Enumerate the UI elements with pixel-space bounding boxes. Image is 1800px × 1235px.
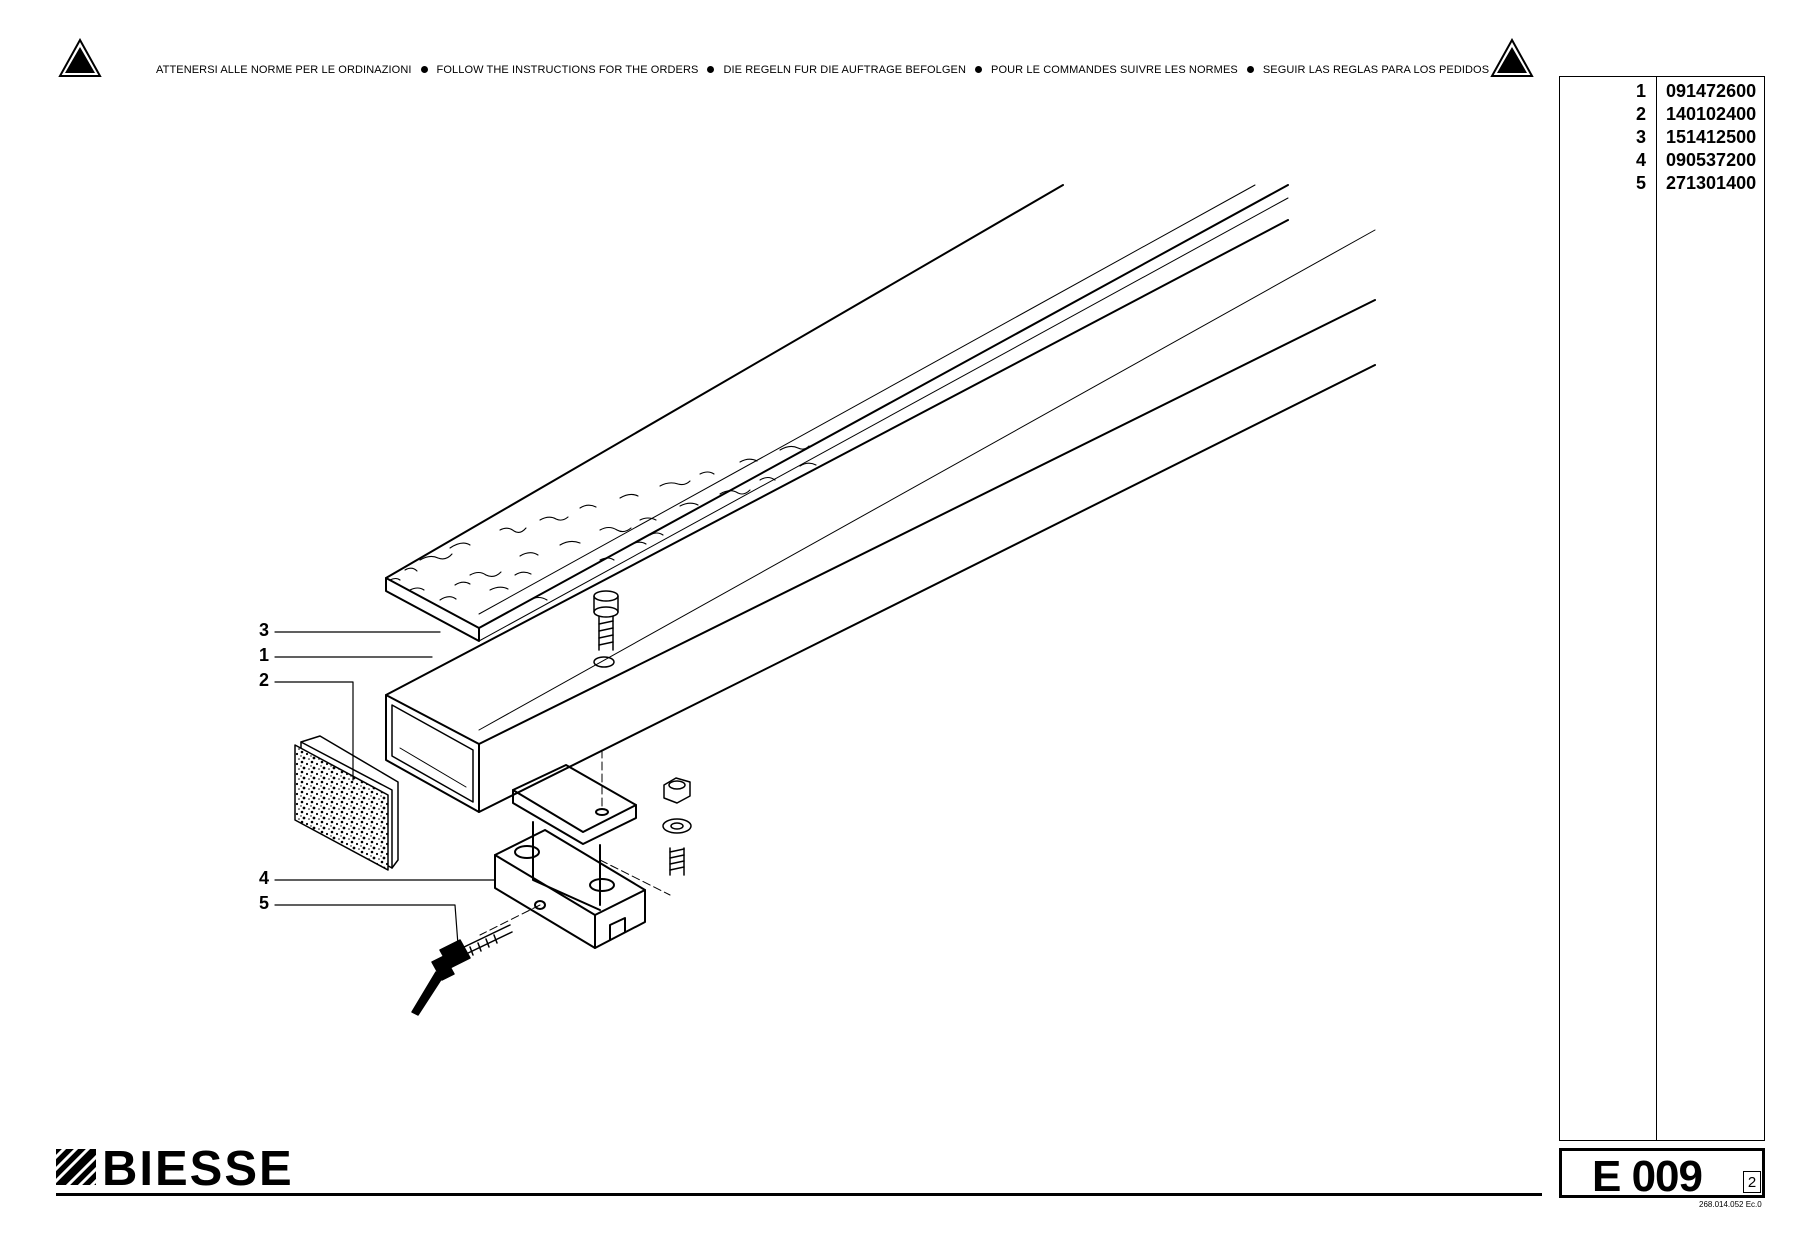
warning-triangle-icon-left [58, 38, 102, 78]
instruction-fr: POUR LE COMMANDES SUIVRE LES NORMES [991, 64, 1238, 76]
part-number: 3 [1635, 127, 1646, 147]
part-row: 1 091472600 [1560, 79, 1766, 102]
bullet-icon [707, 66, 715, 74]
callout-2: 2 [259, 670, 270, 690]
bracket [512, 764, 637, 911]
callout-4: 4 [259, 868, 270, 888]
instruction-en: FOLLOW THE INSTRUCTIONS FOR THE ORDERS [436, 64, 699, 76]
footer-rule [56, 1193, 1542, 1196]
part-number: 5 [1635, 173, 1646, 193]
nut-washer-stud [662, 777, 692, 876]
end-cap [294, 735, 399, 871]
clamp-lever [411, 924, 513, 1016]
document-number: 268.014.052 Ec.0 [1699, 1200, 1762, 1209]
part-number: 1 [1635, 81, 1646, 101]
table-code-box: E 009 2 [1559, 1148, 1765, 1201]
instruction-es: SEGUIR LAS REGLAS PARA LOS PEDIDOS [1262, 64, 1490, 76]
part-code: 091472600 [1666, 81, 1757, 101]
part-code: 151412500 [1666, 127, 1757, 147]
instruction-it: ATTENERSI ALLE NORME PER LE ORDINAZIONI [156, 64, 412, 76]
instruction-de: DIE REGELN FUR DIE AUFTRAGE BEFOLGEN [723, 64, 967, 76]
table-code: E 009 [1592, 1152, 1703, 1201]
wood-board [385, 184, 1289, 642]
parts-table: 1 091472600 2 140102400 3 151412500 4 090537… [1559, 76, 1765, 1141]
bullet-icon [420, 66, 428, 74]
callout-5: 5 [259, 893, 270, 913]
part-row: 2 140102400 [1560, 102, 1766, 125]
part-number: 2 [1635, 104, 1646, 124]
order-instructions: ATTENERSI ALLE NORME PER LE ORDINAZIONI F… [156, 64, 1489, 76]
table-divider [1656, 77, 1657, 1140]
part-code: 271301400 [1666, 173, 1757, 193]
part-number: 4 [1635, 150, 1646, 170]
part-code: 090537200 [1666, 150, 1757, 170]
clamp-block [494, 829, 646, 949]
rect-tube [385, 219, 1376, 813]
callout-3: 3 [259, 620, 270, 640]
cap-screw [593, 590, 619, 668]
part-row: 3 151412500 [1560, 125, 1766, 148]
sheet-number: 2 [1743, 1171, 1761, 1193]
part-row: 4 090537200 [1560, 148, 1766, 171]
bullet-icon [975, 66, 983, 74]
brand-logo: BIESSE [50, 1142, 292, 1196]
part-row: 5 271301400 [1560, 171, 1766, 194]
callout-1: 1 [259, 645, 270, 665]
leader-lines [274, 631, 496, 946]
warning-triangle-icon-right [1490, 38, 1534, 78]
brand-name: BIESSE [102, 1142, 294, 1196]
biesse-mark-icon [50, 1143, 102, 1191]
bullet-icon [1246, 66, 1254, 74]
part-code: 140102400 [1666, 104, 1757, 124]
